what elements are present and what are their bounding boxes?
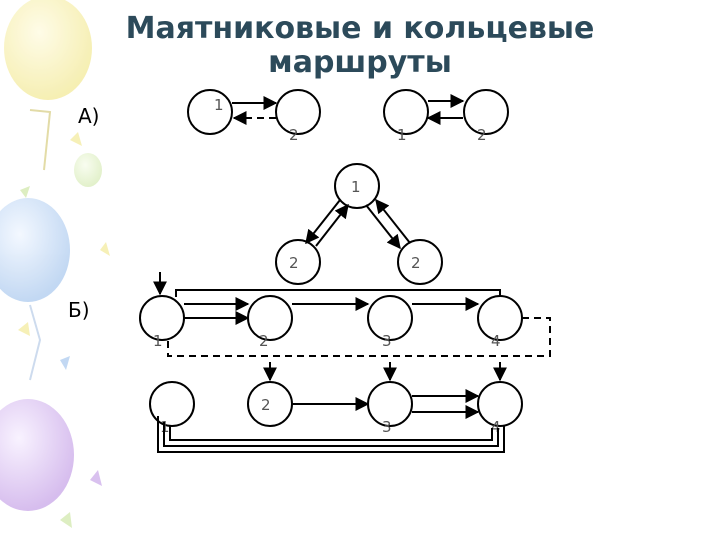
node-b1-1-label: 1: [153, 332, 163, 350]
edge-tri-right-out: [365, 204, 401, 250]
node-a1-right: [275, 89, 321, 135]
pendulum-route-2: 1 2: [383, 89, 509, 144]
node-b1-2: [247, 295, 293, 341]
edge-tri-right-back: [375, 198, 411, 244]
node-b2-1: [149, 381, 195, 427]
node-a1-left-label: 1: [214, 96, 224, 114]
section-label-a: А): [78, 104, 100, 128]
node-b2-4: [477, 381, 523, 427]
balloon-yellow-top: [4, 0, 92, 171]
node-b1-2-label: 2: [259, 332, 269, 350]
pendulum-route-3: 1 2 2: [275, 163, 443, 285]
node-tri-left: [275, 239, 321, 285]
node-a1-left: [187, 89, 233, 135]
edge-b1-dashed-return: [167, 317, 551, 357]
edge-tri-left-out: [305, 199, 341, 245]
balloon-green-small: [74, 153, 102, 187]
section-label-b: Б): [68, 298, 90, 322]
node-tri-top: [334, 163, 380, 209]
balloon-blue-left: [0, 198, 70, 381]
node-tri-right-label: 2: [411, 254, 421, 272]
node-tri-right: [397, 239, 443, 285]
node-tri-top-label: 1: [351, 178, 361, 196]
edge-b2-return-outer: [157, 416, 505, 453]
node-b2-2-label: 2: [261, 396, 271, 414]
edge-tri-left-back: [315, 203, 349, 247]
node-a1-right-label: 2: [289, 126, 299, 144]
slide-title-line1: Маятниковые и кольцевые: [125, 11, 595, 46]
edge-b1-return: [175, 289, 501, 297]
balloon-purple-bottom: [0, 399, 74, 511]
node-b2-3-label: 3: [382, 418, 392, 436]
node-a2-left-label: 1: [397, 126, 407, 144]
node-b1-3: [367, 295, 413, 341]
node-b2-4-label: 4: [491, 418, 501, 436]
ring-route-1: 1 2 3 4: [139, 272, 551, 357]
node-b1-3-label: 3: [382, 332, 392, 350]
edge-b2-return-inner: [169, 426, 493, 441]
confetti: [18, 132, 110, 528]
node-a2-right: [463, 89, 509, 135]
edge-b2-return-middle: [163, 422, 499, 447]
slide-title-line2: маршруты: [268, 45, 452, 80]
pendulum-route-1: 1 2: [187, 89, 321, 144]
node-a2-right-label: 2: [477, 126, 487, 144]
node-tri-left-label: 2: [289, 254, 299, 272]
ring-route-2: 1 2 3 4: [149, 362, 523, 453]
node-b1-4-label: 4: [491, 332, 501, 350]
